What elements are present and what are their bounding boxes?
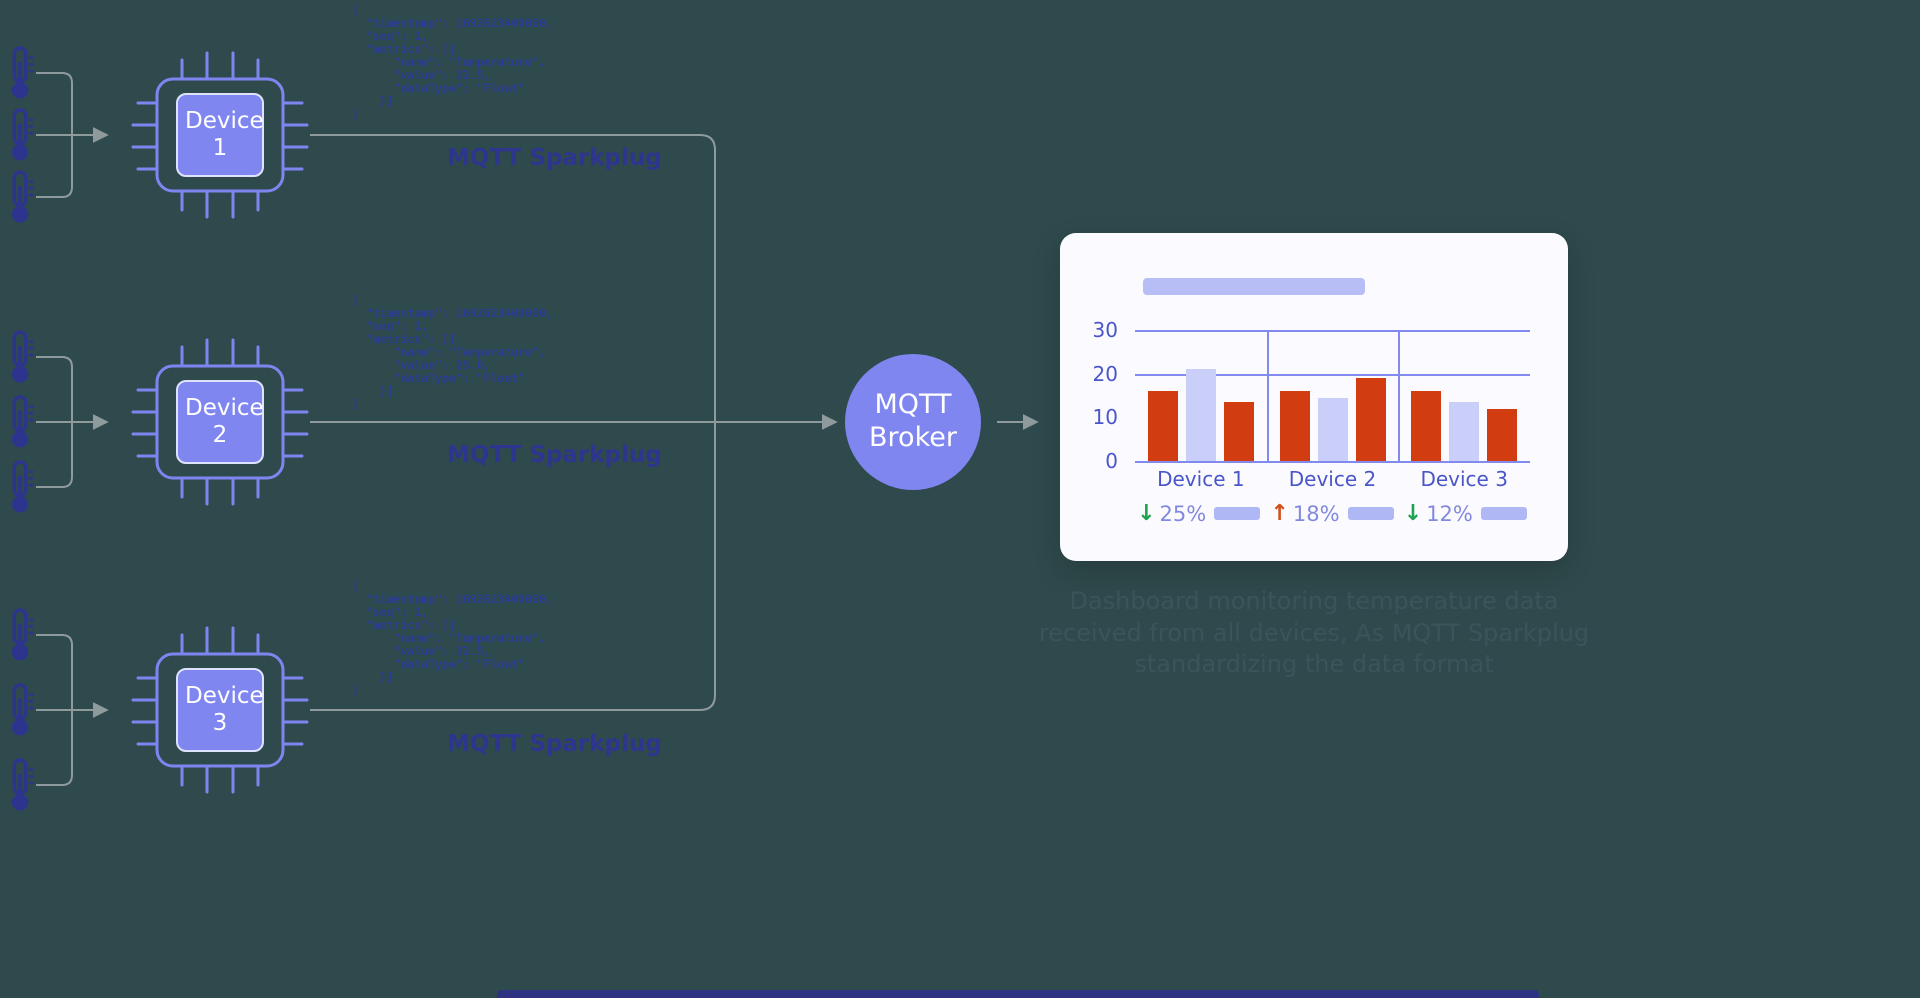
bar: [1185, 369, 1216, 461]
sensor-group-1: [10, 46, 109, 224]
bar: [1317, 397, 1348, 461]
bar: [1411, 391, 1442, 461]
mqtt-broker-node: MQTT Broker: [845, 354, 981, 490]
sensor-group-3: [10, 608, 109, 812]
stat-value: 25%: [1159, 501, 1207, 526]
thermometer-icon: [10, 170, 36, 224]
stat-item: ↓12%: [1399, 501, 1532, 526]
sensor-group-2: [10, 330, 109, 514]
sensor-bracket: [36, 72, 73, 198]
x-axis-label: Device 1: [1157, 467, 1245, 491]
stat-arrow-down-icon: ↓: [1137, 501, 1156, 526]
bar: [1449, 402, 1480, 461]
x-axis-labels: Device 1 Device 2 Device 3: [1135, 467, 1530, 491]
stat-arrow-down-icon: ↓: [1403, 501, 1423, 526]
stat-arrow-up-icon: ↑: [1270, 501, 1289, 526]
sensor-bracket: [36, 634, 73, 786]
connector-device-3: [310, 422, 716, 711]
device-1-chip-label: Device 1: [176, 93, 264, 177]
thermometer-icon: [10, 108, 36, 162]
group-separator: [1398, 330, 1401, 461]
gridline: [1135, 373, 1530, 376]
y-tick-label: 0: [1105, 449, 1118, 473]
device-2-chip-label: Device 2: [176, 380, 264, 464]
bar: [1223, 402, 1254, 461]
stats-row: ↓25%↑18%↓12%: [1132, 501, 1532, 526]
device-3-chip-label-text: Device 3: [185, 682, 264, 736]
chart-title-placeholder-bar: [1143, 278, 1365, 295]
protocol-label-device-1: MQTT Sparkplug: [447, 145, 662, 171]
thermometer-icon: [10, 46, 36, 100]
stat-minibar: [1347, 507, 1394, 520]
device-1-chip-label-text: Device 1: [185, 107, 264, 161]
thermometer-icon: [10, 330, 36, 384]
group-separator: [1266, 330, 1269, 461]
protocol-label-device-2: MQTT Sparkplug: [447, 442, 662, 468]
device-3-payload-json: { "timestamp": 1692623400000, "seq": 1, …: [352, 579, 553, 697]
bar-groups: [1135, 330, 1530, 461]
thermometer-icon: [10, 395, 36, 449]
stat-minibar: [1214, 507, 1261, 520]
bottom-edge-bar: [497, 990, 1539, 998]
device-1-payload-json: { "timestamp": 1692623400000, "seq": 1, …: [352, 3, 553, 121]
device-2-chip-label-text: Device 2: [185, 394, 264, 448]
bar-group: [1135, 330, 1267, 461]
bar: [1279, 391, 1310, 461]
thermometer-icon: [10, 683, 36, 737]
stat-item: ↑18%: [1265, 501, 1398, 526]
thermometer-icon: [10, 608, 36, 662]
protocol-label-device-3: MQTT Sparkplug: [447, 731, 662, 757]
bar: [1355, 378, 1386, 461]
stat-item: ↓25%: [1132, 501, 1265, 526]
plot-area: [1135, 330, 1530, 463]
bar-group: [1267, 330, 1399, 461]
y-tick-label: 20: [1092, 361, 1118, 386]
x-axis-label: Device 3: [1420, 467, 1508, 491]
x-axis-line: [1135, 461, 1530, 463]
y-tick-label: 10: [1092, 405, 1118, 430]
thermometer-icon: [10, 460, 36, 514]
device-3-chip-label: Device 3: [176, 668, 264, 752]
bar: [1147, 391, 1178, 461]
stat-value: 12%: [1426, 501, 1473, 526]
device-2-payload-json: { "timestamp": 1692623400000, "seq": 1, …: [352, 293, 553, 411]
x-axis-label: Device 2: [1288, 467, 1377, 491]
thermometer-icon: [10, 758, 36, 812]
bar-group: [1398, 330, 1530, 461]
dashboard-caption: Dashboard monitoring temperature data re…: [1038, 587, 1590, 679]
gridline: [1135, 330, 1530, 332]
y-tick-label: 30: [1092, 318, 1118, 342]
sensor-bracket: [36, 356, 73, 488]
connector-device-1: [310, 134, 716, 422]
bar: [1487, 408, 1518, 461]
stat-minibar: [1480, 507, 1527, 520]
stat-value: 18%: [1292, 501, 1340, 526]
mqtt-broker-label: MQTT Broker: [869, 389, 957, 453]
chart-y-axis: 0 10 20 30: [1078, 318, 1126, 473]
